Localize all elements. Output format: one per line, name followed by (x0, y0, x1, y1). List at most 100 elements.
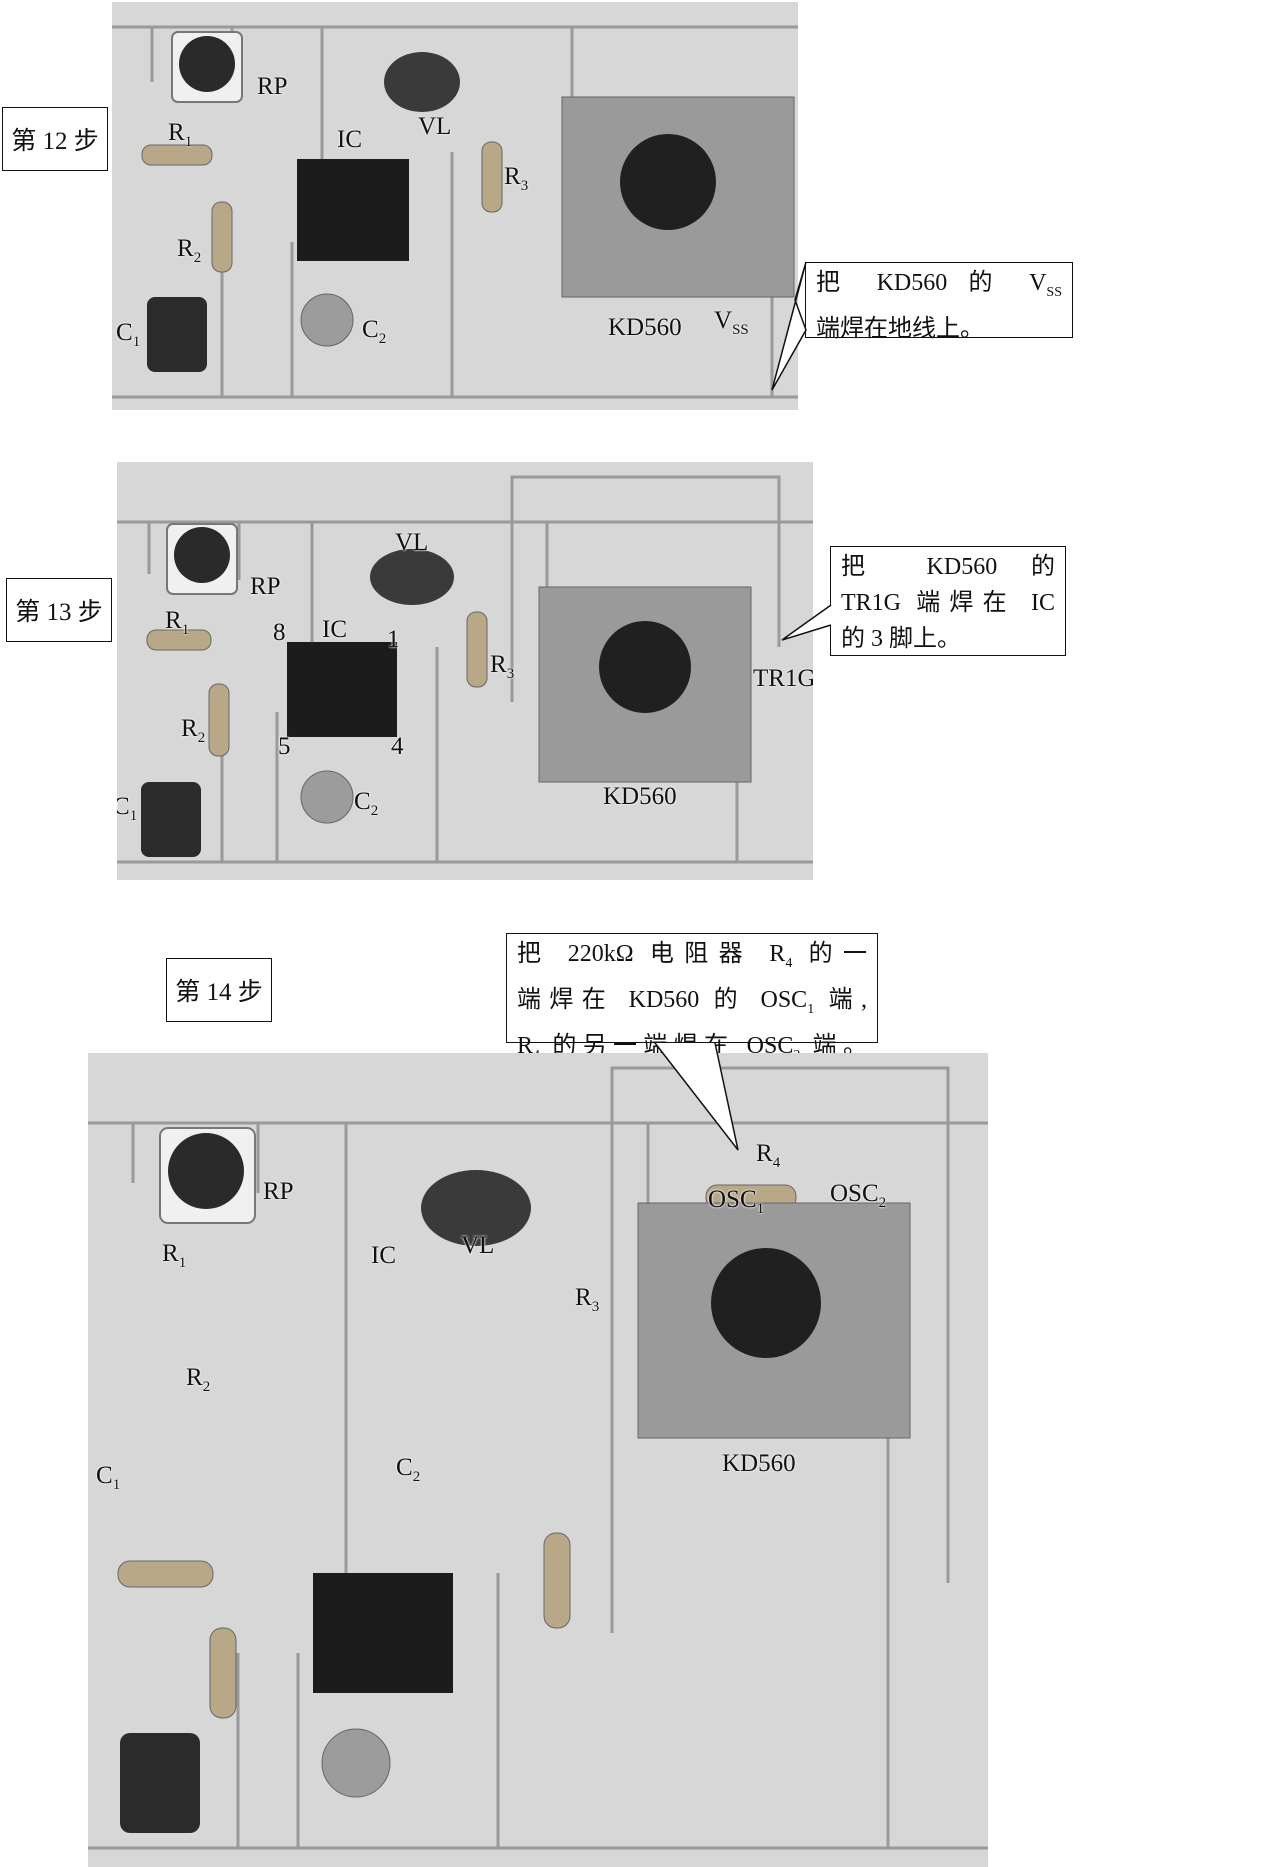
label-c2-13-sub: 2 (370, 803, 379, 819)
label-r4-14-sub: 4 (772, 1155, 781, 1171)
label-c1-12: C1 (116, 320, 140, 350)
note-12-line-1-text: 把 KD560 的 V (816, 270, 1047, 296)
label-r2-14-sub: 2 (202, 1379, 211, 1395)
label-r2-13-sub: 2 (197, 730, 206, 746)
label-osc2-14-sub: 2 (878, 1195, 887, 1211)
label-rp-13: RP (250, 573, 281, 600)
label-osc2-14-text: OSC (830, 1180, 879, 1207)
label-r2-12-letter: R (177, 235, 194, 262)
label-r4-14-letter: R (756, 1140, 773, 1167)
note-13-line-1: 把 KD560 的 (841, 554, 1055, 580)
note-13-line-3: 的 3 脚上。 (841, 626, 961, 652)
label-c2-13-letter: C (354, 788, 371, 815)
label-rp-14: RP (263, 1178, 294, 1205)
label-vl-14: VL (461, 1232, 495, 1259)
label-r2-14: R2 (186, 1365, 210, 1395)
step-14-label: 第 14 步 (166, 958, 272, 1022)
note-14-line-2-a: 端焊在 KD560 的 OSC (517, 986, 808, 1013)
label-pin1-13: 1 (387, 626, 400, 653)
label-kd560-14: KD560 (722, 1450, 796, 1477)
circuit-photo-13 (117, 475, 813, 864)
label-c1-14-sub: 1 (112, 1477, 121, 1493)
label-r2-13: R2 (181, 716, 205, 746)
label-c2-12-sub: 2 (378, 331, 387, 347)
note-14-line-3-a: R (517, 1032, 534, 1059)
label-r3-14-sub: 3 (591, 1299, 600, 1315)
label-rp-12: RP (257, 73, 288, 100)
step-13-label: 第 13 步 (6, 578, 112, 642)
label-r1-12-letter: R (168, 119, 185, 146)
note-14-line-2-b: 端, (814, 986, 867, 1013)
label-ic-14: IC (371, 1242, 396, 1269)
note-14-line-1-b: 的一 (792, 941, 868, 967)
label-pin8-13: 8 (273, 619, 286, 646)
note-step-13: 把 KD560 的 TR1G 端焊在 IC 的 3 脚上。 (830, 546, 1066, 656)
label-c2-12-letter: C (362, 316, 379, 343)
label-c1-12-letter: C (116, 319, 133, 346)
step-12-label: 第 12 步 (2, 107, 108, 171)
label-osc1-14-text: OSC (708, 1186, 757, 1213)
label-vl-13: VL (395, 529, 429, 556)
note-step-12: 把 KD560 的 VSS 端焊在地线上。 (805, 262, 1073, 342)
note-step-14: 把 220kΩ 电阻器 R4 的一 端焊在 KD560 的 OSC1 端, R 4… (506, 933, 878, 1062)
label-r3-13-sub: 3 (506, 666, 515, 682)
note-14-line-1-a: 把 220kΩ 电阻器 R (517, 941, 786, 967)
label-r1-14-sub: 1 (178, 1255, 187, 1271)
label-r1-13-letter: R (165, 607, 182, 634)
label-c1-12-sub: 1 (132, 334, 141, 350)
label-r3-14: R3 (575, 1285, 599, 1315)
step-12-photo: RP R1 IC VL R3 R2 C1 C2 KD560 VSS (112, 2, 798, 410)
label-r1-14: R1 (162, 1241, 186, 1271)
label-pin5-13: 5 (278, 733, 291, 760)
label-pin4-13: 4 (391, 733, 404, 760)
label-c2-14-sub: 2 (412, 1469, 421, 1485)
label-r2-13-letter: R (181, 715, 198, 742)
label-kd560-13: KD560 (603, 783, 677, 810)
label-vss-12-sub: SS (732, 322, 749, 338)
label-c1-14: C1 (96, 1463, 120, 1493)
step-14-photo: R4 RP OSC1 OSC2 R1 IC VL R3 R2 KD560 C1 … (88, 1053, 988, 1867)
label-c1-13-letter: C (117, 793, 130, 820)
label-c2-14: C2 (396, 1455, 420, 1485)
note-12-line-2: 端焊在地线上。 (816, 315, 984, 342)
circuit-photo-12 (112, 25, 798, 399)
label-c1-14-letter: C (96, 1462, 113, 1489)
note-14-line-1-sub: 4 (785, 955, 793, 971)
note-12-line-1: 把 KD560 的 VSS (816, 265, 1062, 311)
label-r3-14-letter: R (575, 1284, 592, 1311)
label-r1-12: R1 (168, 120, 192, 150)
note-14-line-2: 端焊在 KD560 的 OSC1 端, (517, 982, 867, 1028)
label-r4-14: R4 (756, 1141, 780, 1171)
label-r1-14-letter: R (162, 1240, 179, 1267)
step-13-photo: VL RP R1 8 IC 1 R3 TR1G R2 5 4 KD560 C1 … (117, 462, 813, 880)
label-osc2-14: OSC2 (830, 1181, 886, 1211)
label-r1-13: R1 (165, 608, 189, 638)
label-c2-12: C2 (362, 317, 386, 347)
label-c2-14-letter: C (396, 1454, 413, 1481)
label-r3-12: R3 (504, 164, 528, 194)
label-r3-12-letter: R (504, 163, 521, 190)
label-r3-13: R3 (490, 652, 514, 682)
label-vl-12: VL (418, 113, 452, 140)
label-r1-12-sub: 1 (184, 134, 193, 150)
note-14-line-1: 把 220kΩ 电阻器 R4 的一 (517, 936, 867, 982)
label-vss-12: VSS (714, 308, 749, 338)
label-tr1g-13: TR1G (753, 665, 813, 692)
label-r2-12-sub: 2 (193, 250, 202, 266)
note-14-line-2-sub: 1 (807, 1001, 815, 1017)
label-r3-13-letter: R (490, 651, 507, 678)
label-kd560-12: KD560 (608, 314, 682, 341)
label-r3-12-sub: 3 (520, 178, 529, 194)
label-osc1-14-sub: 1 (756, 1201, 765, 1217)
label-vss-12-letter: V (714, 307, 733, 334)
label-c1-13: C1 (117, 794, 137, 824)
circuit-photo-14 (88, 1066, 988, 1850)
note-13-line-2: TR1G 端焊在 IC (841, 590, 1055, 616)
label-ic-13: IC (322, 616, 347, 643)
label-ic-12: IC (337, 126, 362, 153)
label-c1-13-sub: 1 (129, 808, 138, 824)
note-12-line-1-sub: SS (1046, 284, 1062, 300)
label-r1-13-sub: 1 (181, 622, 190, 638)
label-r2-14-letter: R (186, 1364, 203, 1391)
label-r2-12: R2 (177, 236, 201, 266)
